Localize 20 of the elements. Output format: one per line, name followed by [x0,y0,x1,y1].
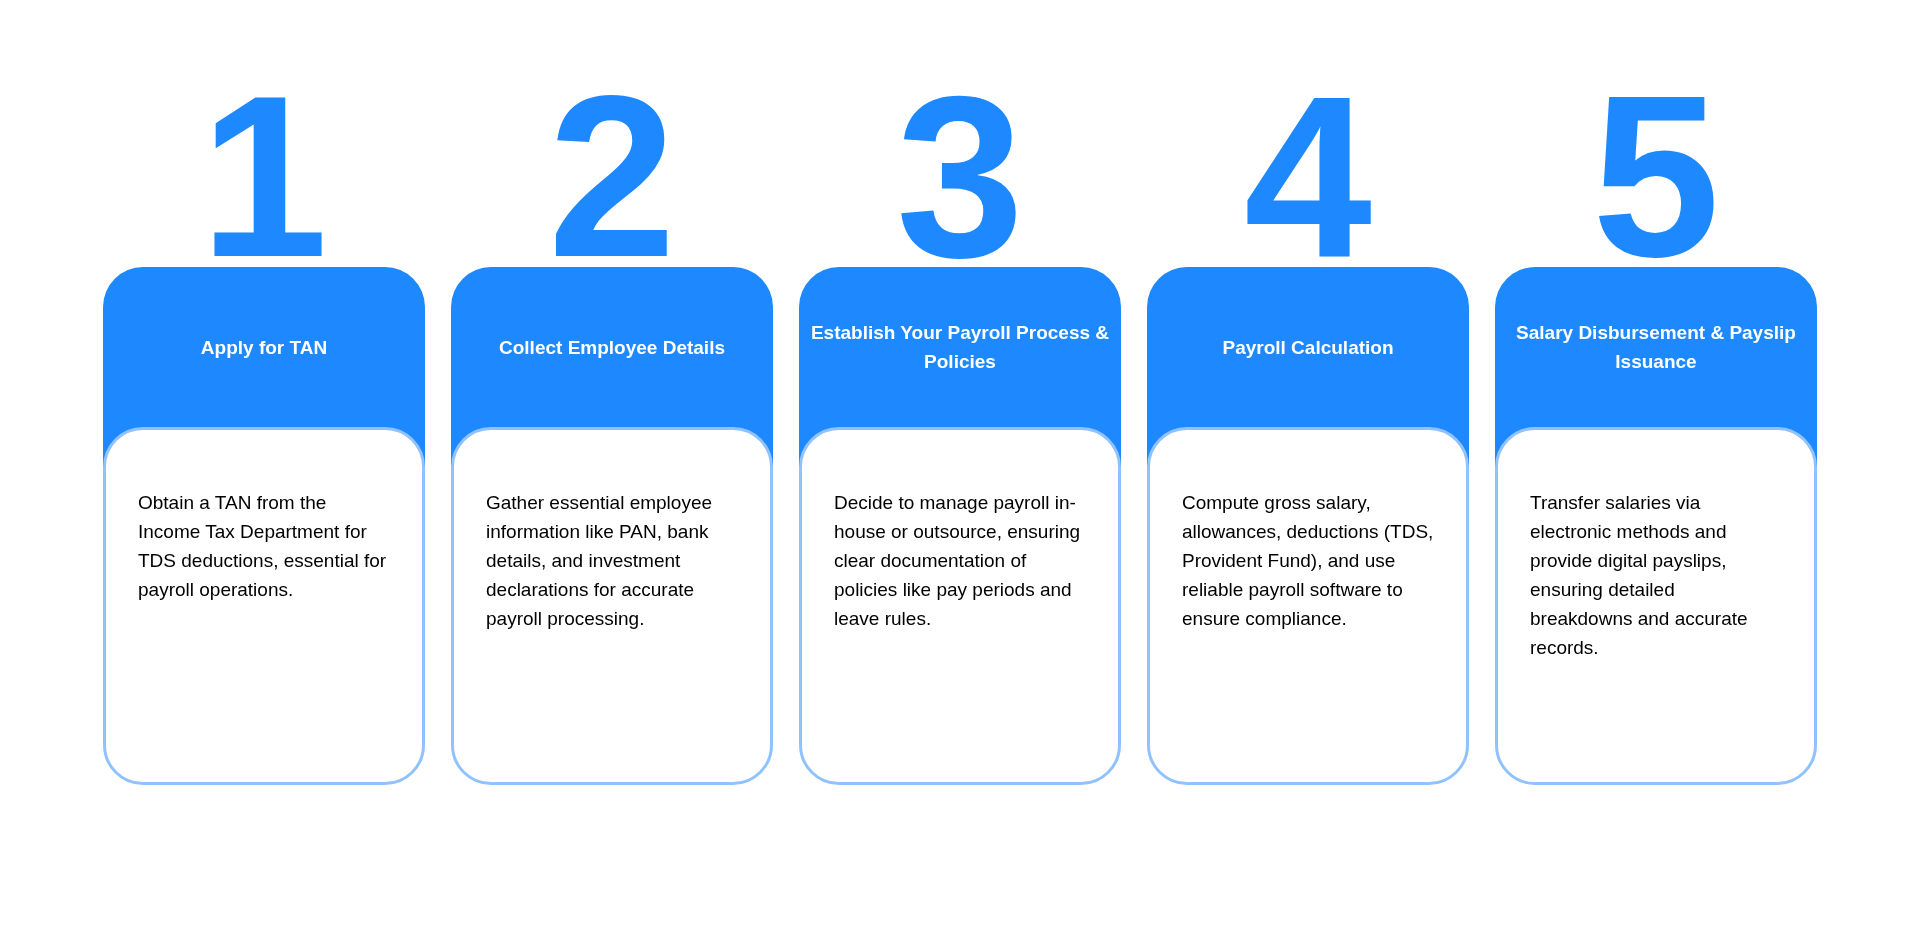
step-title: Apply for TAN [200,335,328,360]
step-number: 1 [199,62,329,292]
step-title: Collect Employee Details [499,335,725,360]
step-title: Salary Disbursement & Payslip Issuance [1515,321,1797,374]
step-card [799,267,1121,785]
step-number: 3 [895,62,1025,292]
step-description: Obtain a TAN from the Income Tax Department for TDS deductions, essential for payroll operations. [138,491,388,602]
step-title: Establish Your Payroll Process & Policies [809,321,1111,374]
step-description: Compute gross salary, allowances, deductions (TDS, Provident Fund), and use reliable payroll software to ensure compliance. [1182,491,1434,631]
step-description: Decide to manage payroll in-house or outsource, ensuring clear documentation of policies like pay periods and leave rules. [834,491,1082,631]
step-description: Transfer salaries via electronic methods and provide digital payslips, ensuring detailed breakdowns and accurate records. [1530,491,1749,660]
step-card [451,267,773,785]
step-number: 2 [547,62,677,292]
step-description: Gather essential employee information like PAN, bank details, and investment declarations for accurate payroll processing. [486,491,713,631]
step-number: 5 [1591,62,1721,292]
step-card [1495,267,1817,785]
step-card [1147,267,1469,785]
step-number: 4 [1243,62,1373,292]
step-title: Payroll Calculation [1222,335,1394,360]
step-card [103,267,425,785]
